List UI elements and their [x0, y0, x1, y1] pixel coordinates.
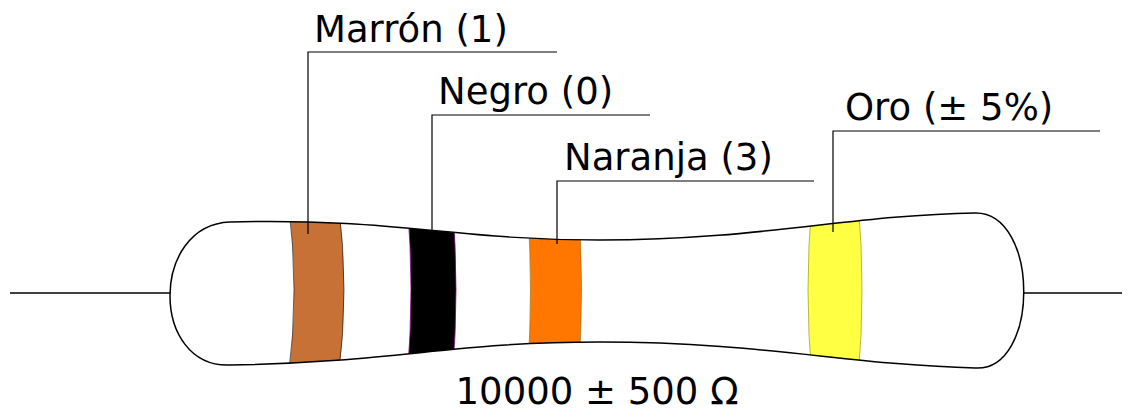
- resistance-value: 10000 ± 500 Ω: [456, 370, 739, 414]
- band-label: Negro (0): [438, 70, 613, 114]
- resistor-outline: [170, 213, 1024, 368]
- orange-band: [527, 200, 582, 380]
- band-label: Naranja (3): [564, 136, 773, 180]
- gold-band: [808, 200, 862, 380]
- leader-line: [833, 131, 1100, 232]
- band-label: Marrón (1): [314, 8, 508, 52]
- lead-wire: [1018, 292, 1122, 294]
- leader-line: [557, 181, 814, 244]
- band-label: Oro (± 5%): [845, 86, 1053, 130]
- brown-band: [288, 200, 344, 380]
- lead-wire: [10, 292, 172, 294]
